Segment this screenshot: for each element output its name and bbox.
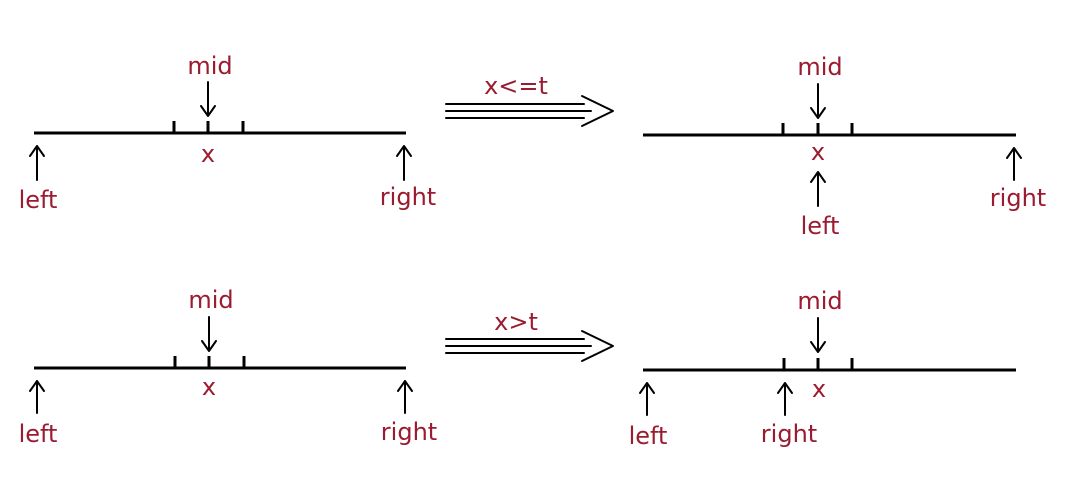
- right-up-arrow-icon: [777, 382, 793, 416]
- x-label: x: [812, 375, 826, 403]
- right-label: right: [990, 184, 1046, 212]
- right-label: right: [381, 418, 437, 446]
- mid-label: mid: [797, 287, 842, 315]
- mid-label: mid: [797, 53, 842, 81]
- mid-down-arrow-icon: [201, 316, 217, 352]
- left-up-arrow-icon: [29, 380, 45, 414]
- right-up-arrow-icon: [396, 145, 412, 181]
- mid-down-arrow-icon: [200, 81, 216, 117]
- left-label: left: [19, 186, 58, 214]
- panel-bottom-after: mid x left right: [629, 287, 1016, 450]
- right-label: right: [761, 420, 817, 448]
- right-up-arrow-icon: [1006, 147, 1022, 181]
- double-arrow-head-icon: [581, 95, 614, 127]
- right-up-arrow-icon: [397, 380, 413, 414]
- left-up-arrow-icon: [29, 145, 45, 181]
- panel-top-before: mid x left right: [19, 52, 437, 214]
- double-arrow-shaft-icon: [445, 338, 592, 354]
- left-up-arrow-icon: [810, 171, 826, 207]
- left-label: left: [801, 212, 840, 240]
- x-label: x: [201, 140, 215, 168]
- left-label: left: [19, 420, 58, 448]
- mid-label: mid: [188, 286, 233, 314]
- mid-label: mid: [187, 52, 232, 80]
- right-label: right: [380, 183, 436, 211]
- double-arrow-head-icon: [581, 330, 614, 362]
- panel-top-after: mid x left right: [643, 53, 1046, 240]
- transition-top: x<=t: [445, 72, 614, 127]
- x-label: x: [811, 138, 825, 166]
- condition-label: x>t: [494, 308, 538, 336]
- left-up-arrow-icon: [639, 382, 655, 416]
- mid-down-arrow-icon: [810, 83, 826, 119]
- mid-down-arrow-icon: [810, 317, 826, 353]
- left-label: left: [629, 422, 668, 450]
- panel-bottom-before: mid x left right: [19, 286, 438, 448]
- condition-label: x<=t: [484, 72, 548, 100]
- double-arrow-shaft-icon: [445, 103, 592, 119]
- x-label: x: [202, 373, 216, 401]
- transition-bottom: x>t: [445, 308, 614, 362]
